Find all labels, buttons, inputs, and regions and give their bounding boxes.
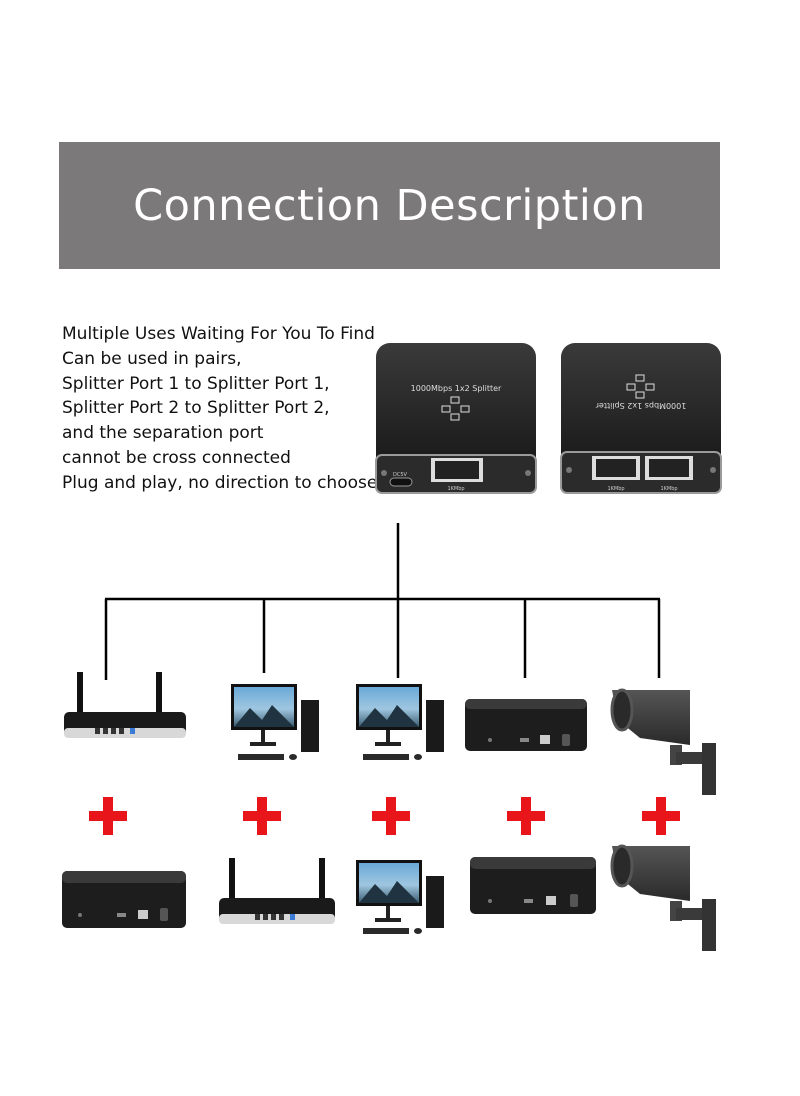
- description-line: cannot be cross connected: [62, 447, 291, 468]
- description-line: Multiple Uses Waiting For You To Find: [62, 324, 375, 344]
- description-line: Splitter Port 1 to Splitter Port 1,: [62, 373, 330, 394]
- media-box-icon: [62, 871, 186, 928]
- router-icon: [64, 672, 186, 738]
- description-line: Can be used in pairs,: [62, 348, 242, 369]
- plus-icon: [372, 797, 410, 835]
- security-camera-icon: [610, 844, 716, 951]
- plus-icon: [507, 797, 545, 835]
- description-line: and the separation port: [62, 423, 264, 444]
- network-icon: [441, 396, 470, 421]
- splitter-left-label: 1000Mbps 1x2 Splitter: [411, 384, 502, 393]
- page-title: Connection Description: [133, 180, 646, 231]
- title-banner: Connection Description: [59, 142, 720, 269]
- plus-icon: [89, 797, 127, 835]
- router-icon: [219, 858, 335, 924]
- port-label: 1KMbp: [660, 486, 677, 492]
- description-line: Splitter Port 2 to Splitter Port 2,: [62, 398, 330, 419]
- security-camera-icon: [610, 688, 716, 795]
- network-icon: [626, 374, 655, 399]
- media-box-icon: [470, 857, 596, 914]
- splitter-device-right: 1000Mbps 1x2 Splitter 1KMbp 1KMbp: [560, 343, 722, 494]
- connector-lines: [104, 523, 661, 680]
- desktop-computer-icon: [356, 684, 444, 760]
- plus-icon: [243, 797, 281, 835]
- port-label: 1KMbp: [447, 486, 464, 492]
- plus-icons: [89, 797, 680, 835]
- port-label: 1KMbp: [607, 486, 624, 492]
- desktop-computer-icon: [356, 860, 444, 934]
- desktop-computer-icon: [231, 684, 319, 760]
- plus-icon: [642, 797, 680, 835]
- splitter-device-left: 1000Mbps 1x2 Splitter DC5V 1KMbp: [375, 343, 537, 494]
- description-text: Multiple Uses Waiting For You To Find Ca…: [62, 322, 392, 496]
- media-box-icon: [465, 699, 587, 751]
- splitter-right-label: 1000Mbps 1x2 Splitter: [595, 401, 686, 410]
- description-line: Plug and play, no direction to choose: [62, 472, 378, 493]
- power-label: DC5V: [393, 472, 408, 478]
